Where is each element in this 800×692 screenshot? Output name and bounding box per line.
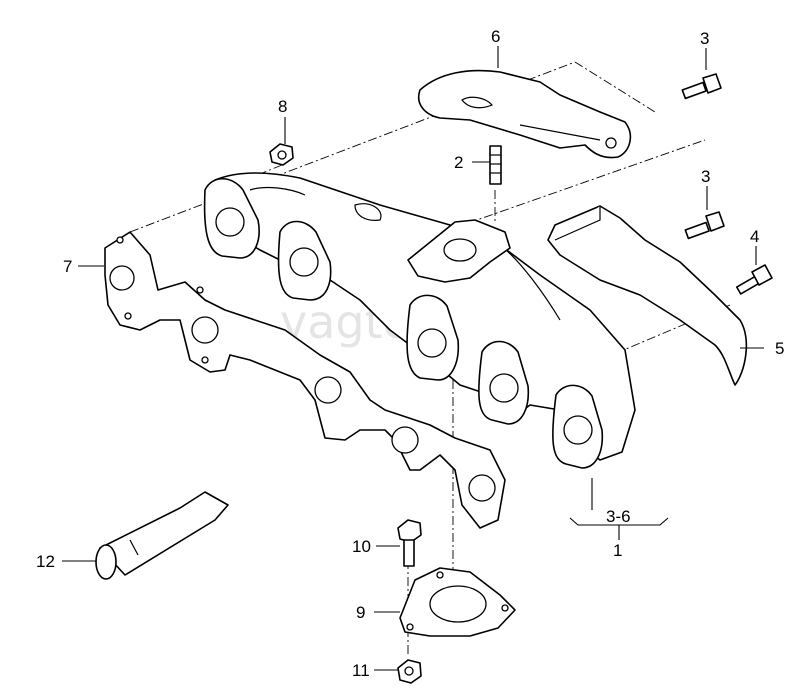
callout-3-top: 3 [700, 29, 709, 48]
bolt-upper-shield [681, 73, 722, 100]
callout-6: 6 [491, 27, 500, 46]
gasket-9 [399, 567, 516, 637]
callout-2: 2 [454, 153, 463, 172]
callout-8: 8 [278, 97, 287, 116]
callout-10: 10 [352, 537, 371, 556]
callout-1: 1 [613, 541, 622, 560]
callout-7: 7 [63, 257, 72, 276]
callout-range: 3-6 [606, 507, 631, 526]
callout-12: 12 [36, 552, 55, 571]
callout-5: 5 [775, 339, 784, 358]
stud-2 [489, 145, 502, 185]
sealant-tube-12 [95, 491, 229, 580]
callout-3-middle: 3 [701, 167, 710, 186]
upper-heat-shield [418, 69, 632, 159]
callout-4: 4 [750, 227, 759, 246]
callout-leaders [62, 46, 764, 671]
nut-8 [269, 143, 294, 166]
turbo-outlet-flange [407, 219, 511, 283]
manifold-flanges [203, 177, 604, 469]
manifold-gasket-7 [104, 231, 506, 529]
nut-11 [397, 659, 422, 684]
bolt-10 [397, 519, 422, 567]
bolt-lower-shield [684, 211, 725, 240]
stud-4 [735, 264, 773, 295]
callout-9: 9 [356, 603, 365, 622]
lower-heat-shield [547, 205, 748, 386]
callout-11: 11 [352, 661, 370, 680]
callout-labels: 6 3 8 2 3 4 7 5 3-6 1 10 9 11 12 [36, 27, 784, 680]
